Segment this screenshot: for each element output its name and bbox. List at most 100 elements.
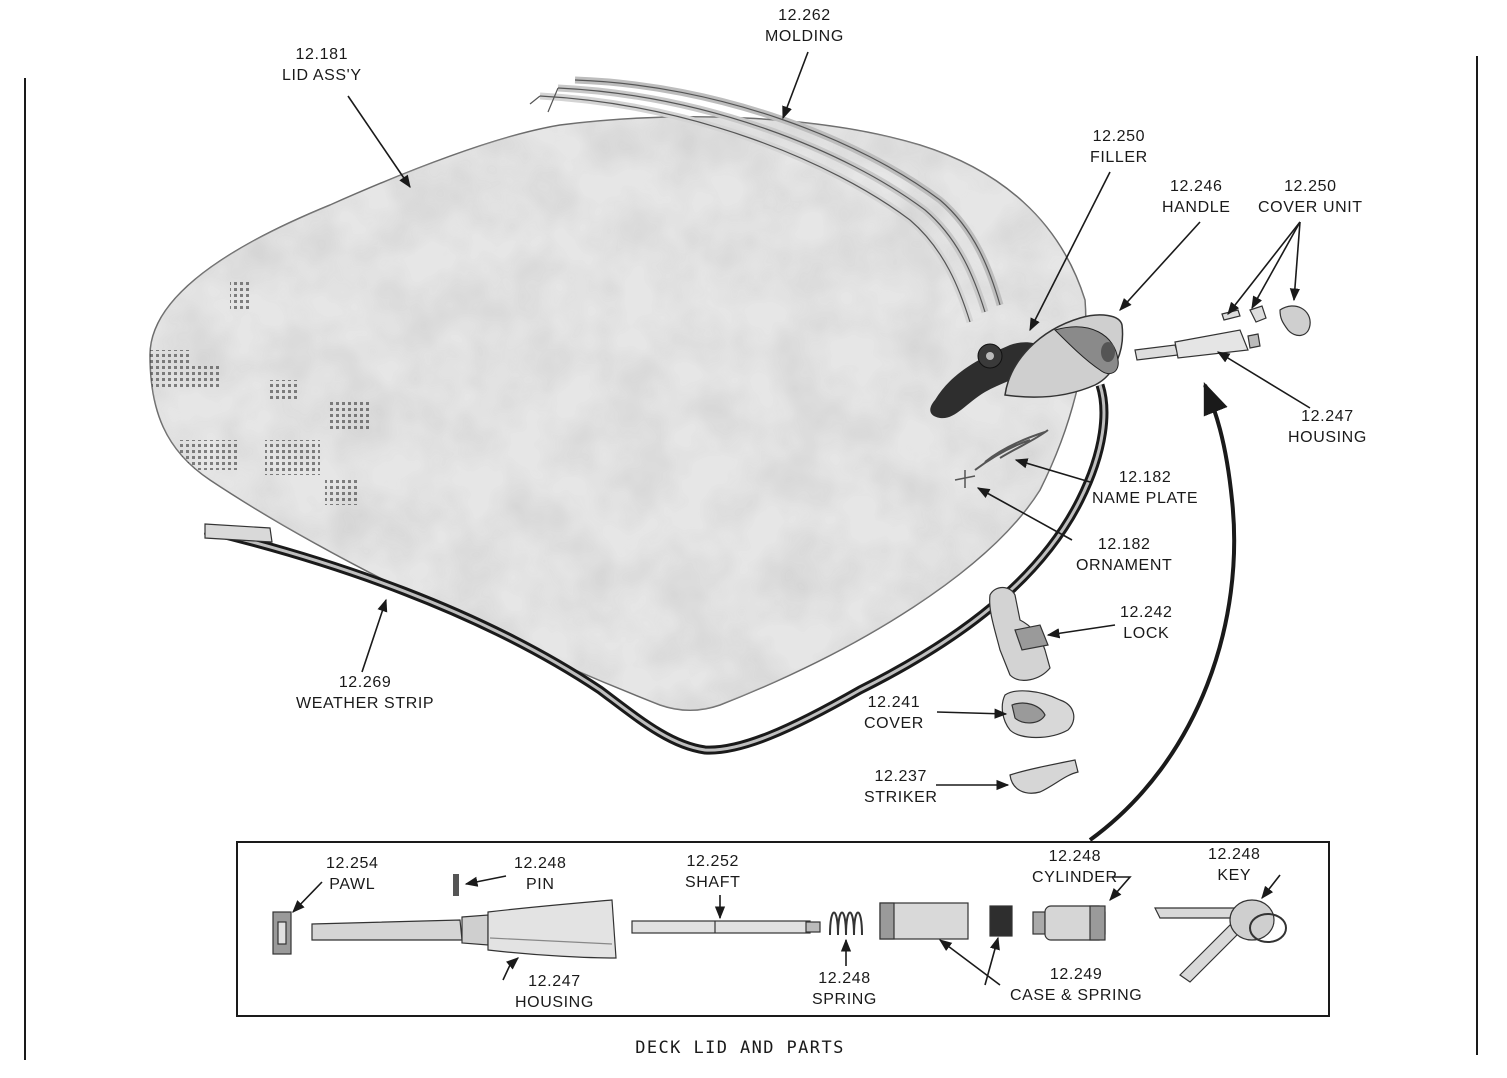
- callout-lock: 12.242 LOCK: [1120, 602, 1173, 644]
- lock-part: [989, 586, 1051, 681]
- cover-part: [1001, 690, 1075, 739]
- callout-name: HANDLE: [1162, 199, 1231, 216]
- callout-number: 12.246: [1169, 178, 1223, 195]
- callout-number: 12.241: [867, 694, 921, 711]
- leader-pin: [464, 875, 507, 887]
- callout-name: LOCK: [1123, 625, 1170, 642]
- callout-name: COVER UNIT: [1258, 199, 1363, 216]
- leader-key: [1261, 874, 1281, 900]
- leader-lock: [1046, 624, 1116, 639]
- ornament-part: [954, 470, 976, 488]
- callout-name: STRIKER: [864, 789, 938, 806]
- callout-name: WEATHER STRIP: [296, 695, 435, 712]
- cylinder-part: [1032, 905, 1106, 941]
- callout-number: 12.249: [1049, 966, 1103, 983]
- callout-cylinder: 12.248 CYLINDER: [1032, 846, 1118, 888]
- callout-name: PAWL: [329, 876, 376, 893]
- leader-housing-top: [1216, 351, 1311, 409]
- callout-number: 12.182: [1097, 536, 1151, 553]
- exploded-parts-box: [236, 841, 1330, 1017]
- callout-filler: 12.250 FILLER: [1090, 126, 1148, 168]
- leader-housing-bottom: [502, 957, 519, 981]
- callout-number: 12.262: [778, 7, 831, 24]
- callout-lid: 12.181 LID ASS'Y: [282, 44, 362, 86]
- figure-caption: DECK LID AND PARTS: [635, 1038, 845, 1058]
- callout-name: ORNAMENT: [1076, 557, 1173, 574]
- callout-name: KEY: [1217, 867, 1252, 884]
- callout-name: NAME PLATE: [1092, 490, 1199, 507]
- shaft-part: [631, 920, 821, 934]
- leader-pawl: [292, 881, 323, 913]
- callout-cover: 12.241 COVER: [864, 692, 924, 734]
- leader-name-plate: [1014, 458, 1091, 483]
- callout-number: 12.242: [1120, 604, 1173, 621]
- callout-shaft: 12.252 SHAFT: [685, 851, 740, 893]
- leader-cover-unit-1: [1227, 221, 1301, 316]
- leader-cover-unit-3: [1289, 221, 1301, 302]
- callout-weather-strip: 12.269 WEATHER STRIP: [296, 672, 434, 714]
- callout-number: 12.181: [295, 46, 349, 63]
- callout-number: 12.269: [338, 674, 392, 691]
- housing-top-part: [1134, 329, 1261, 361]
- callout-number: 12.250: [1284, 178, 1337, 195]
- callout-name: PIN: [526, 876, 555, 893]
- leader-lid: [347, 95, 411, 189]
- callout-name: COVER: [864, 715, 924, 732]
- name-plate-part: [974, 429, 1049, 471]
- callout-name: SHAFT: [685, 874, 741, 891]
- callout-number: 12.252: [686, 853, 739, 870]
- leader-molding: [782, 51, 809, 120]
- callout-name: LID ASS'Y: [282, 67, 362, 84]
- molding-part: [529, 76, 1004, 324]
- callout-number: 12.248: [1208, 846, 1261, 863]
- callout-name: FILLER: [1090, 149, 1148, 166]
- callout-striker: 12.237 STRIKER: [864, 766, 938, 808]
- leader-ornament: [976, 487, 1073, 541]
- callout-name: SPRING: [812, 991, 877, 1008]
- case-part: [879, 902, 1013, 940]
- housing-bottom-part: [311, 899, 617, 959]
- callout-ornament: 12.182 ORNAMENT: [1076, 534, 1172, 576]
- pawl-part: [272, 911, 292, 955]
- leader-weather-strip: [361, 598, 388, 673]
- callout-case-spring: 12.249 CASE & SPRING: [1010, 964, 1142, 1006]
- leader-filler: [1029, 171, 1111, 332]
- leader-lines: [292, 51, 1311, 986]
- callout-name: CASE & SPRING: [1010, 987, 1143, 1004]
- handle-part: [1004, 314, 1124, 398]
- callout-number: 12.247: [1301, 408, 1354, 425]
- filler-part: [930, 342, 1046, 419]
- callout-number: 12.248: [1048, 848, 1102, 865]
- callout-cover-unit: 12.250 COVER UNIT: [1258, 176, 1363, 218]
- callout-name: CYLINDER: [1032, 869, 1118, 886]
- callout-key: 12.248 KEY: [1208, 844, 1261, 886]
- leader-case-2: [984, 936, 1000, 986]
- leader-handle: [1119, 221, 1201, 311]
- callout-name: HOUSING: [515, 994, 594, 1011]
- callout-molding: 12.262 MOLDING: [765, 5, 844, 47]
- callout-name: MOLDING: [765, 28, 844, 45]
- cover-unit-part: [1221, 305, 1311, 336]
- callout-name-plate: 12.182 NAME PLATE: [1092, 467, 1198, 509]
- callout-number: 12.182: [1118, 469, 1172, 486]
- pin-part: [453, 874, 459, 896]
- callout-pin: 12.248 PIN: [514, 853, 567, 895]
- callout-housing-bottom: 12.247 HOUSING: [515, 971, 594, 1013]
- leader-cover: [936, 708, 1008, 719]
- callout-number: 12.254: [326, 855, 379, 872]
- callout-pawl: 12.254 PAWL: [326, 853, 379, 895]
- callout-handle: 12.246 HANDLE: [1162, 176, 1231, 218]
- leader-cover-unit-2: [1251, 221, 1301, 310]
- callout-name: HOUSING: [1288, 429, 1367, 446]
- striker-part: [1009, 759, 1079, 794]
- callout-number: 12.248: [514, 855, 567, 872]
- callout-spring: 12.248 SPRING: [812, 968, 877, 1010]
- assembly-arrow: [1088, 382, 1237, 842]
- callout-number: 12.247: [528, 973, 581, 990]
- callout-housing-top: 12.247 HOUSING: [1288, 406, 1367, 448]
- weather-strip-part: [203, 383, 1109, 755]
- leader-case-1: [938, 939, 1001, 986]
- leader-cylinder: [1109, 876, 1132, 901]
- callout-number: 12.250: [1092, 128, 1146, 145]
